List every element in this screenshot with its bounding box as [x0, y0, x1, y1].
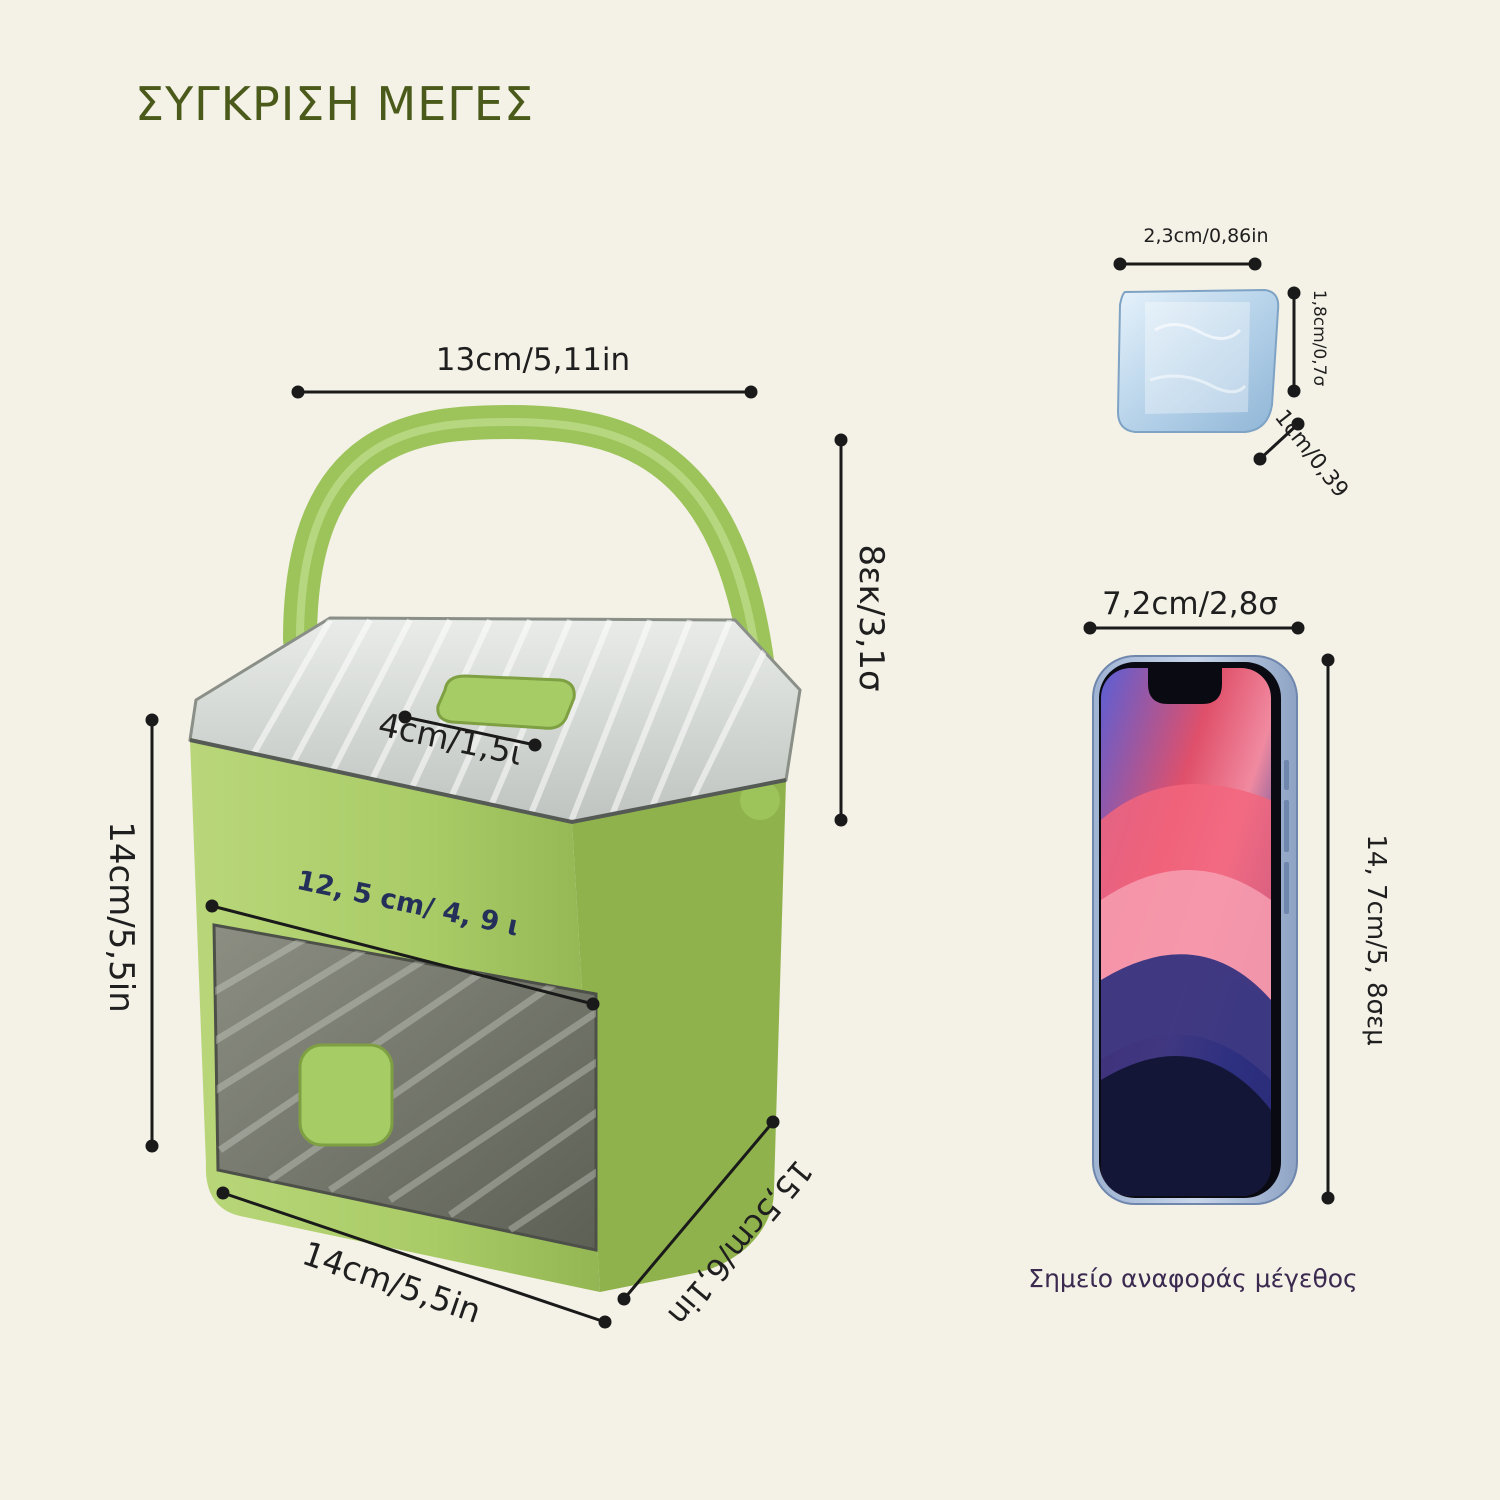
wallpaper-waves [1101, 784, 1271, 1196]
bin-dimension-lines [145, 385, 848, 1329]
bin-side [572, 780, 786, 1292]
drawer-width-line [211, 904, 594, 1006]
ice-depth-label: 1cm/0,39 [1269, 405, 1353, 502]
ice-height-label: 1,8cm/0,7σ [1309, 290, 1329, 387]
storage-bin-illustration [188, 404, 802, 1292]
bottom-width-line [222, 1191, 606, 1324]
ice-dimension-lines [1113, 257, 1305, 466]
lid-height-label: 8εκ/3,1σ [851, 544, 891, 691]
page-title: ΣΥΓΚΡΙΣΗ ΜΕΓΕΣ [135, 77, 534, 131]
ice-width-label: 2,3cm/0,86in [1143, 225, 1268, 247]
lid-button [436, 674, 576, 730]
phone-width-label: 7,2cm/2,8σ [1102, 586, 1278, 622]
height-label: 14cm/5,5in [101, 821, 141, 1013]
phone-dimension-lines [1083, 621, 1335, 1205]
reference-caption: Σημείο αναφοράς μέγεθος [1028, 1264, 1357, 1293]
lid-button-line [404, 715, 536, 747]
depth-line [622, 1121, 775, 1300]
drawer-handle [298, 1043, 394, 1147]
phone-illustration [1092, 655, 1298, 1205]
phone-height-label: 14, 7cm/5, 8σεμ [1361, 834, 1391, 1045]
top-width-label: 13cm/5,11in [436, 342, 630, 378]
ice-depth-line [1258, 422, 1300, 461]
phone-notch [1148, 668, 1222, 704]
ice-cube-illustration [1116, 288, 1280, 433]
lid-ribs [247, 618, 773, 822]
